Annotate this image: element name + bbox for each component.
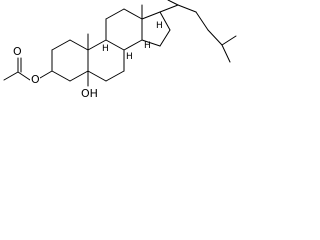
h-14-label: H [144, 41, 151, 51]
acetate-group [3, 57, 53, 81]
ring-d [141, 11, 171, 47]
ring-a [51, 39, 89, 82]
h-8-label: H [102, 44, 109, 54]
atom-labels: O O OH H H H H [13, 21, 163, 100]
ester-oxygen-single-label: O [31, 73, 40, 86]
h-9-label: H [126, 52, 133, 62]
side-chain [159, 0, 237, 63]
h-17-label: H [156, 21, 163, 31]
ring-b [87, 39, 125, 82]
ring-c [105, 8, 143, 51]
ester-oxygen-carbonyl-label: O [13, 45, 22, 58]
steroid-structure-diagram: O O OH H H H H [3, 0, 237, 100]
hydroxyl-label: OH [81, 87, 98, 100]
angular-methyls [87, 4, 143, 51]
